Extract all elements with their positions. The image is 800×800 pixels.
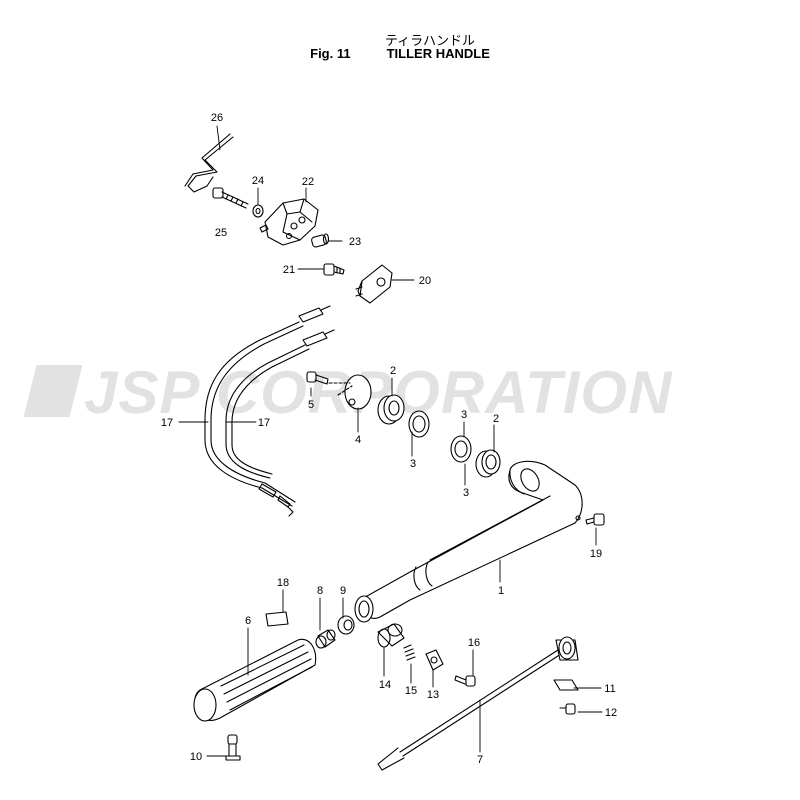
callout-4: 4 — [355, 434, 361, 446]
callout-3-left: 3 — [410, 458, 416, 470]
part-22-friction-block — [259, 198, 319, 246]
figure-title: Fig. 11 TILLER HANDLE — [0, 46, 800, 61]
part-2-bush-upper — [377, 394, 405, 425]
callout-23: 23 — [349, 236, 361, 248]
leader-lines — [178, 125, 603, 757]
part-2-bush-lower — [475, 449, 501, 478]
part-11-decal — [553, 679, 579, 691]
part-15-spring — [403, 644, 416, 661]
part-18-decal — [265, 611, 289, 627]
callout-7: 7 — [477, 754, 483, 766]
callout-9: 9 — [340, 585, 346, 597]
callout-8: 8 — [317, 585, 323, 597]
callout-16: 16 — [468, 637, 480, 649]
part-8-shaft-end — [315, 629, 336, 649]
callout-2-upper: 2 — [390, 365, 396, 377]
callout-22: 22 — [302, 176, 314, 188]
part-1-tiller-handle — [354, 460, 583, 623]
callout-21: 21 — [283, 264, 295, 276]
callout-26: 26 — [211, 112, 223, 124]
part-13-stopper — [425, 649, 444, 671]
title-japanese: ティラハンドル — [384, 34, 476, 49]
part-3-washer-right — [450, 435, 472, 463]
part-20-bracket — [355, 264, 393, 304]
part-24-washer — [252, 204, 264, 218]
part-12-screw — [559, 703, 576, 715]
callout-19: 19 — [590, 548, 602, 560]
callout-labels: 26 24 22 25 23 21 20 5 2 4 3 3 2 3 17 17… — [161, 112, 617, 766]
figure-number: Fig. 11 — [310, 46, 351, 61]
part-25-bolt — [212, 187, 249, 209]
callout-17-right: 17 — [258, 417, 270, 429]
callout-6: 6 — [245, 615, 251, 627]
callout-13: 13 — [427, 689, 439, 701]
part-4-plate — [328, 374, 372, 410]
callout-3-right: 3 — [463, 487, 469, 499]
callout-3-mid: 3 — [461, 409, 467, 421]
part-16-screw — [454, 675, 476, 687]
part-9-bush — [337, 615, 355, 635]
callout-18: 18 — [277, 577, 289, 589]
callout-11: 11 — [604, 683, 615, 695]
part-17-cables — [204, 305, 335, 517]
part-3-washer-left — [408, 410, 430, 438]
part-10-screw — [225, 734, 241, 761]
callout-5: 5 — [308, 399, 314, 411]
part-7-throttle-rod — [377, 636, 579, 771]
callout-1: 1 — [498, 585, 504, 597]
callout-25: 25 — [215, 227, 227, 239]
figure-name: TILLER HANDLE — [386, 46, 490, 61]
part-21-screw — [323, 263, 345, 276]
part-26-wire-clip — [184, 133, 234, 193]
callout-17-left: 17 — [161, 417, 173, 429]
part-5-bolt — [306, 371, 329, 385]
callout-14: 14 — [379, 679, 391, 691]
callout-24: 24 — [252, 175, 264, 187]
part-19-screw — [585, 513, 605, 526]
callout-10: 10 — [190, 751, 202, 763]
callout-12: 12 — [605, 707, 617, 719]
part-6-grip — [193, 638, 317, 722]
callout-20: 20 — [419, 275, 431, 287]
callout-15: 15 — [405, 685, 417, 697]
part-14-cam — [377, 623, 405, 648]
part-23-bush — [311, 233, 330, 248]
callout-2-lower: 2 — [493, 413, 499, 425]
